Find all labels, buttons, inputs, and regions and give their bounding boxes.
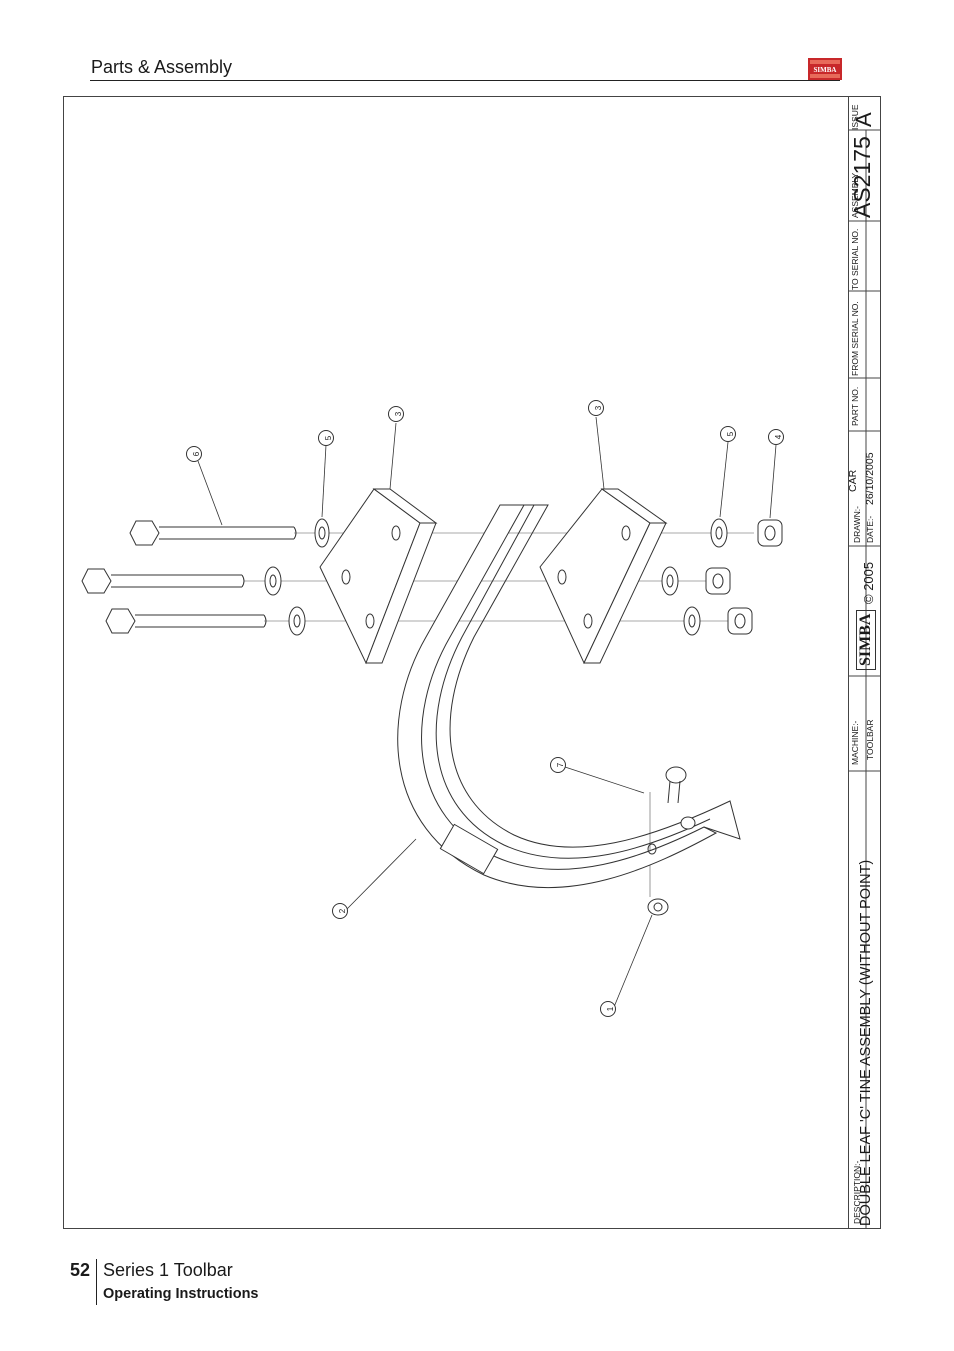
callout-6: 6 <box>192 451 201 456</box>
callout-5-left: 5 <box>324 435 333 440</box>
callout-4: 4 <box>774 434 783 439</box>
bolt-lower <box>105 608 267 634</box>
exploded-assembly-drawing: 6 5 3 3 5 4 7 2 1 <box>81 400 784 1017</box>
simba-logo: SIMBA <box>808 58 842 80</box>
from-serial-label: FROM SERIAL NO. <box>850 301 860 376</box>
section-title: Parts & Assembly <box>91 57 233 77</box>
simba-title-logo: SIMBA <box>856 609 876 670</box>
title-block <box>848 96 881 1229</box>
drawn-label: DRAWN:- <box>852 506 862 543</box>
callout-2: 2 <box>338 908 347 913</box>
svg-text:SIMBA: SIMBA <box>814 66 837 74</box>
callout-3-right: 3 <box>594 405 603 410</box>
clamp-plate-left <box>319 488 438 665</box>
document-subtitle: Operating Instructions <box>103 1286 259 1302</box>
copyright: © 2005 <box>861 561 876 604</box>
machine-label: MACHINE:- <box>850 720 860 765</box>
leader-lines <box>197 416 777 1008</box>
callout-circles <box>186 400 784 1017</box>
callout-1: 1 <box>606 1006 615 1011</box>
drawn-value: CAR <box>847 469 859 492</box>
issue-value: A <box>851 112 876 127</box>
machine-value: TOOLBAR <box>865 719 875 760</box>
point-nut <box>647 898 669 916</box>
drawing-frame <box>63 96 881 1229</box>
clamp-plate-right <box>539 488 668 665</box>
description-value: DOUBLE LEAF 'C' TINE ASSEMBLY (WITHOUT P… <box>858 859 874 1226</box>
to-serial-label: TO SERIAL NO. <box>850 228 860 290</box>
date-label: DATE:- <box>865 515 875 543</box>
c-tine <box>397 504 741 888</box>
callout-7: 7 <box>556 762 565 767</box>
assembly-number: AS2175 <box>849 136 875 218</box>
page-number: 52 <box>70 1260 91 1280</box>
washers <box>264 518 728 636</box>
header-rule <box>90 80 840 81</box>
callout-3-left: 3 <box>394 411 403 416</box>
nuts <box>705 519 783 635</box>
footer-divider <box>96 1259 97 1305</box>
part-no-label: PART NO. <box>850 386 860 426</box>
bolt-top <box>129 520 297 546</box>
date-value: 26/10/2005 <box>864 452 876 505</box>
point-bolt <box>647 766 696 855</box>
series-title: Series 1 Toolbar <box>103 1260 233 1280</box>
callout-5-right: 5 <box>726 431 735 436</box>
bolt-middle <box>81 568 245 594</box>
